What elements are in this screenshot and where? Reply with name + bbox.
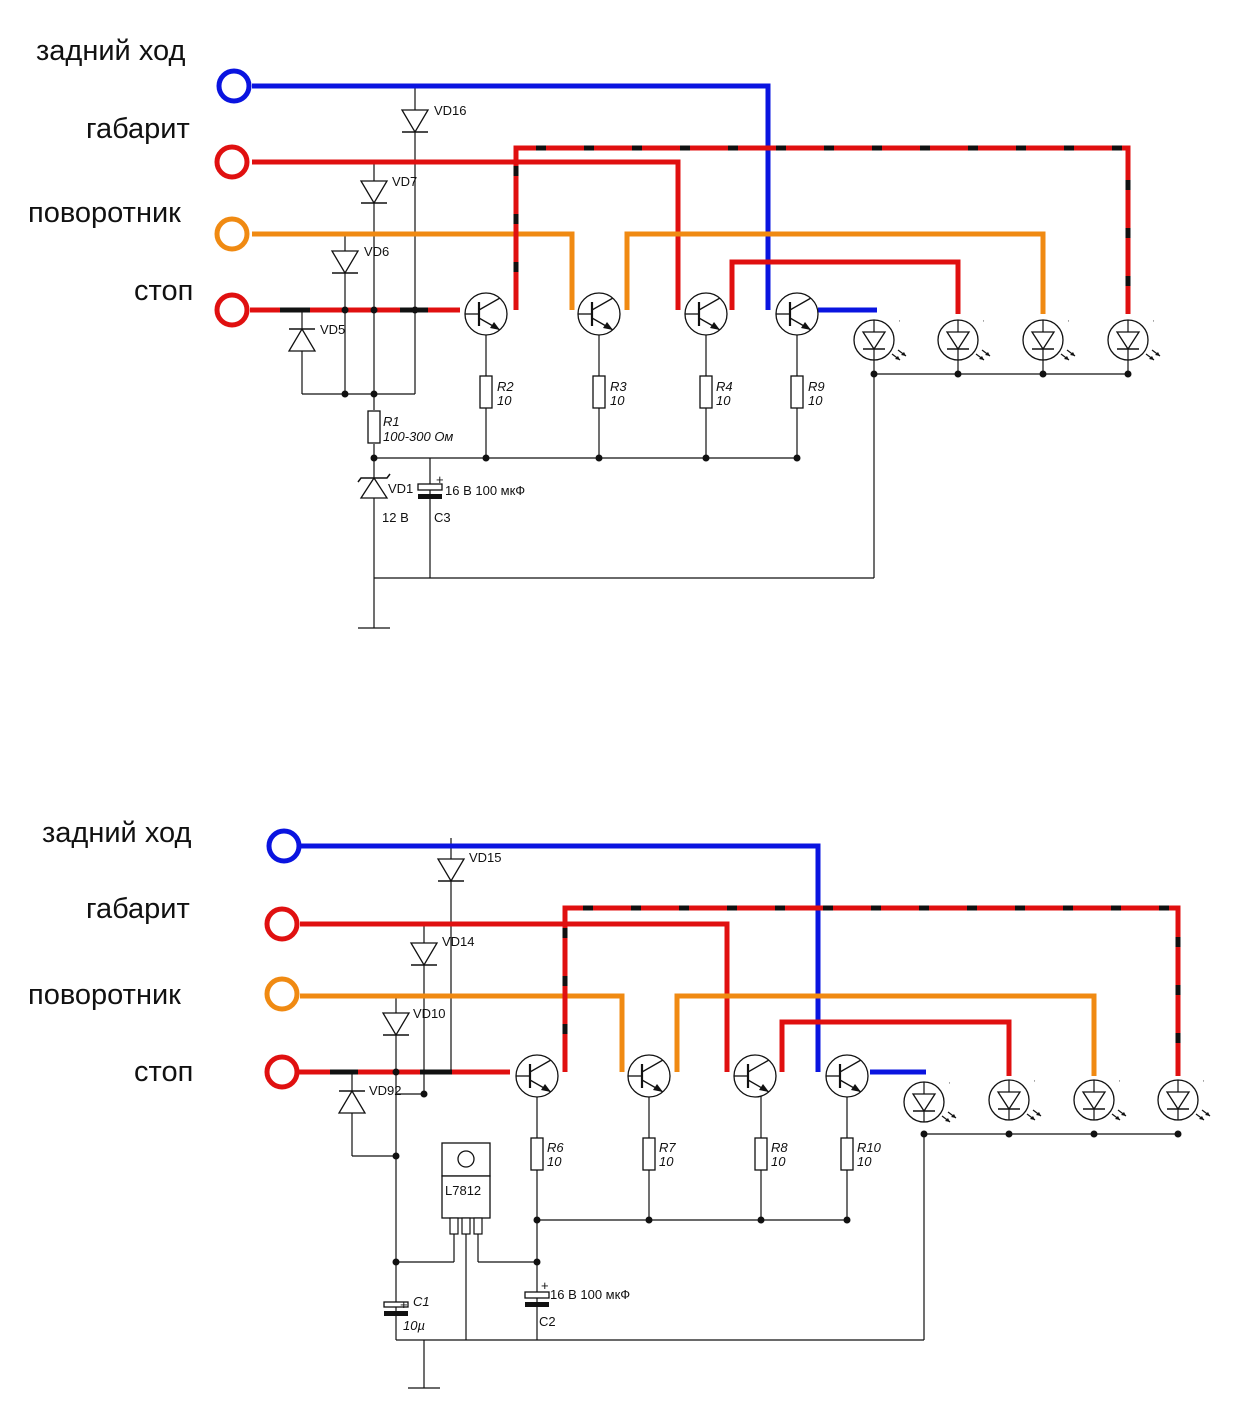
diode-vd5: [288, 328, 316, 352]
stop-terminal: [214, 292, 250, 328]
diode-label: VD14: [442, 934, 475, 949]
label-stop: стоп: [134, 275, 193, 307]
top-circuit: задний ход габарит поворотник стоп: [28, 35, 1161, 629]
transistor: [824, 1053, 870, 1099]
bottom-wiring: [351, 838, 1178, 1389]
label-turn: поворотник: [28, 197, 181, 229]
transistor: [732, 1053, 778, 1099]
label-stop: стоп: [134, 1056, 193, 1088]
zener-vd1: [357, 473, 391, 499]
diode-label: VD16: [434, 103, 467, 118]
turn-terminal: [214, 216, 250, 252]
resistor-name: R6: [547, 1140, 564, 1155]
resistor-value: 10: [808, 393, 823, 408]
diode-label: VD7: [392, 174, 417, 189]
regulator-label: L7812: [445, 1183, 481, 1198]
label-turn: поворотник: [28, 979, 181, 1011]
diode-vd14: [410, 942, 438, 966]
resistor-value: 10: [659, 1154, 674, 1169]
c2-name: C2: [539, 1314, 556, 1329]
led: [1073, 1075, 1127, 1121]
stop-terminal: [264, 1054, 300, 1090]
resistor: [592, 375, 606, 409]
led: [853, 315, 907, 361]
led: [988, 1075, 1042, 1121]
zener-value: 12 В: [382, 510, 409, 525]
reverse-terminal: [266, 828, 302, 864]
resistor: [479, 375, 493, 409]
capacitor-c3: [417, 483, 443, 499]
diode-vd6: [331, 250, 359, 274]
transistor: [683, 291, 729, 337]
resistor: [642, 1137, 656, 1171]
led: [1157, 1075, 1211, 1121]
c2-plus: +: [541, 1278, 549, 1293]
transistor: [463, 291, 509, 337]
resistor: [790, 375, 804, 409]
bottom-circuit: задний ход габарит поворотник стоп: [28, 817, 1211, 1389]
resistor: [530, 1137, 544, 1171]
junction-dots: [341, 306, 1132, 462]
turn-terminal: [264, 976, 300, 1012]
reverse-terminal: [216, 68, 252, 104]
r1-value: 100-300 Ом: [383, 429, 453, 444]
resistor-value: 10: [547, 1154, 562, 1169]
zener-name: VD1: [388, 481, 413, 496]
diode-label: VD92: [369, 1083, 402, 1098]
resistor-value: 10: [497, 393, 512, 408]
resistor-value: 10: [716, 393, 731, 408]
c2-value: 16 В 100 мкФ: [550, 1287, 630, 1302]
resistor: [754, 1137, 768, 1171]
diode-vd10: [382, 1012, 410, 1036]
diode-label: VD5: [320, 322, 345, 337]
diode-label: VD15: [469, 850, 502, 865]
resistor-name: R7: [659, 1140, 676, 1155]
top-wiring: [301, 86, 1129, 629]
regulator-l7812: [441, 1142, 491, 1235]
diode-vd92: [338, 1090, 366, 1114]
marker-terminal: [214, 144, 250, 180]
resistor-value: 10: [610, 393, 625, 408]
resistor-name: R8: [771, 1140, 788, 1155]
resistor-r1: [367, 410, 381, 444]
c1-value: 10µ: [403, 1318, 425, 1333]
resistor-value: 10: [771, 1154, 786, 1169]
resistor-name: R4: [716, 379, 733, 394]
resistor: [699, 375, 713, 409]
led: [937, 315, 991, 361]
cap-value: 16 В 100 мкФ: [445, 483, 525, 498]
diode-label: VD6: [364, 244, 389, 259]
label-reverse: задний ход: [42, 817, 191, 849]
resistor-name: R9: [808, 379, 825, 394]
junction-dots: [392, 1068, 1182, 1266]
c1-plus: +: [400, 1297, 408, 1312]
led: [1107, 315, 1161, 361]
transistor: [576, 291, 622, 337]
led: [1022, 315, 1076, 361]
label-marker: габарит: [86, 893, 190, 925]
transistor: [514, 1053, 560, 1099]
transistor: [774, 291, 820, 337]
capacitor-c2: [524, 1291, 550, 1307]
label-marker: габарит: [86, 113, 190, 145]
cap-name: C3: [434, 510, 451, 525]
resistor-name: R3: [610, 379, 627, 394]
resistor: [840, 1137, 854, 1171]
marker-terminal: [264, 906, 300, 942]
cap-plus: +: [436, 472, 444, 487]
resistor-value: 10: [857, 1154, 872, 1169]
diode-vd15: [437, 858, 465, 882]
diode-label: VD10: [413, 1006, 446, 1021]
label-reverse: задний ход: [36, 35, 185, 67]
capacitor-c1: [383, 1301, 409, 1316]
led: [903, 1077, 957, 1123]
c1-name: C1: [413, 1294, 430, 1309]
diode-vd7: [360, 180, 388, 204]
resistor-name: R10: [857, 1140, 882, 1155]
transistor: [626, 1053, 672, 1099]
diode-vd16: [401, 109, 429, 133]
resistor-name: R2: [497, 379, 514, 394]
r1-name: R1: [383, 414, 400, 429]
